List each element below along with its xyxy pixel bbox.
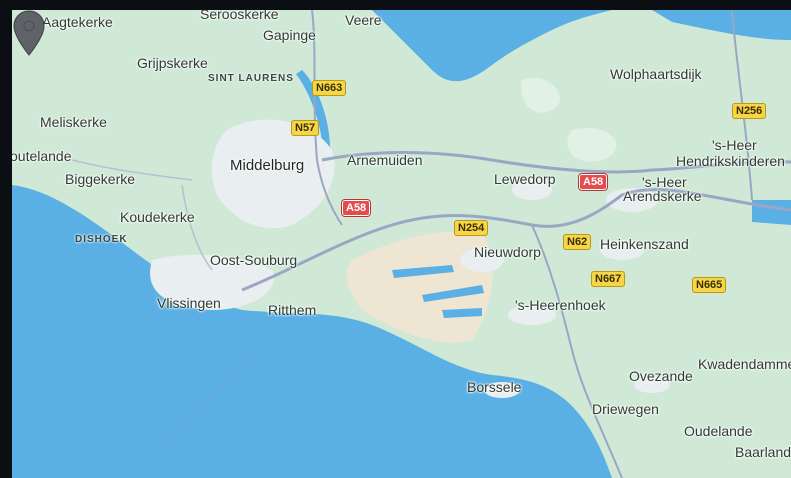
road-shield: A58: [579, 174, 608, 190]
place-label: Wolphaartsdijk: [610, 66, 702, 82]
map-pin-icon[interactable]: [12, 10, 46, 58]
road-shield: N667: [591, 271, 626, 287]
place-label: Borssele: [467, 379, 522, 395]
place-label: Nieuwdorp: [474, 244, 541, 260]
road-shield: N254: [454, 220, 489, 236]
place-label: outelande: [12, 148, 72, 164]
place-label: Veere: [345, 12, 382, 28]
place-label: Baarland: [735, 444, 791, 460]
road-shield: N256: [732, 103, 767, 119]
road-shield: N57: [291, 120, 320, 136]
place-label: Hendrikskinderen: [676, 153, 785, 169]
place-label: Arnemuiden: [347, 152, 423, 168]
place-label: Vlissingen: [157, 295, 221, 311]
place-label: Ovezande: [629, 368, 693, 384]
district-label: DISHOEK: [75, 234, 128, 245]
place-label: Kwadendamme: [698, 356, 791, 372]
place-label: Biggekerke: [65, 171, 136, 187]
place-label: Aagtekerke: [42, 14, 113, 30]
place-label: Ritthem: [268, 302, 317, 318]
place-label: Driewegen: [592, 401, 659, 417]
road-shield: N665: [692, 277, 727, 293]
place-label: Serooskerke: [200, 10, 279, 22]
place-label-middelburg: Middelburg: [230, 157, 305, 174]
road-shield: A58: [342, 200, 371, 216]
road-shield: N663: [312, 80, 347, 96]
place-label: Gapinge: [263, 27, 316, 43]
place-label: Oudelande: [684, 423, 753, 439]
place-label: Meliskerke: [40, 114, 107, 130]
place-label: Grijpskerke: [137, 55, 208, 71]
place-label: 's-Heer: [642, 174, 687, 190]
place-label: Lewedorp: [494, 171, 556, 187]
place-label: Heinkenszand: [600, 236, 689, 252]
place-label: Arendskerke: [623, 188, 702, 204]
place-label: 's-Heerenhoek: [515, 297, 606, 313]
map-base-layer: [12, 10, 791, 478]
map-canvas[interactable]: Aagtekerke Serooskerke Veere Gapinge Gri…: [12, 10, 791, 478]
district-label: SINT LAURENS: [208, 73, 294, 84]
place-label: Oost-Souburg: [210, 252, 298, 268]
road-shield: N62: [563, 234, 592, 250]
place-label: Koudekerke: [120, 209, 195, 225]
place-label: 's-Heer: [712, 137, 757, 153]
